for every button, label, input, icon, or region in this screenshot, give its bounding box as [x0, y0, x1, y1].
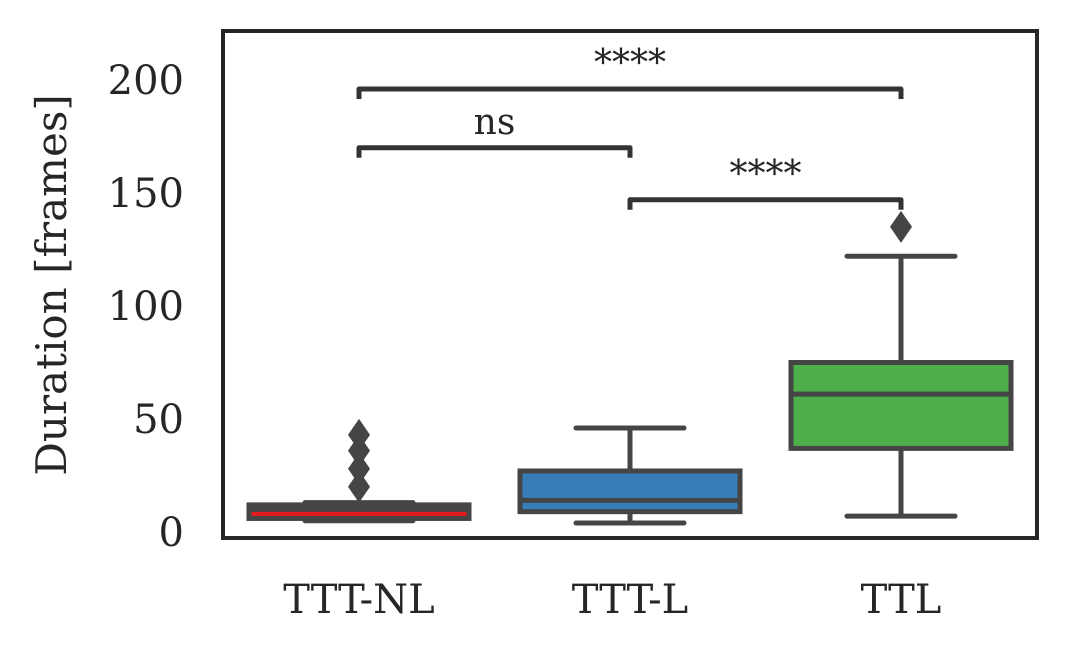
significance-bracket	[356, 145, 633, 158]
significance-label: ****	[594, 43, 666, 84]
plot-frame	[221, 29, 1039, 540]
significance-bracket	[356, 86, 904, 100]
outlier-point	[890, 210, 912, 243]
x-tick-label: TTT-NL	[283, 577, 434, 623]
outlier-point	[348, 418, 370, 451]
significance-label: ****	[730, 154, 802, 195]
y-axis-ticks: 0 50 100 150 200	[108, 58, 184, 556]
significance-bracket	[627, 197, 904, 210]
x-axis-ticks: TTT-NL TTT-L TTL	[283, 577, 941, 623]
y-tick-label: 0	[159, 510, 184, 556]
box-iqr	[517, 468, 743, 515]
y-tick-label: 100	[108, 284, 184, 330]
y-tick-label: 150	[108, 171, 184, 217]
y-tick-label: 50	[133, 397, 184, 443]
x-tick-label: TTT-L	[572, 577, 688, 623]
outlier-group	[348, 210, 912, 503]
box-group	[246, 253, 1014, 526]
outlier-point	[348, 452, 370, 485]
y-axis-label: Duration [frames]	[27, 94, 76, 476]
significance-brackets: **** ns ****	[356, 43, 904, 210]
x-tick-label: TTL	[861, 577, 942, 623]
outlier-point	[348, 470, 370, 503]
box-iqr	[788, 360, 1014, 451]
significance-label: ns	[474, 102, 516, 143]
y-tick-label: 200	[108, 58, 184, 104]
